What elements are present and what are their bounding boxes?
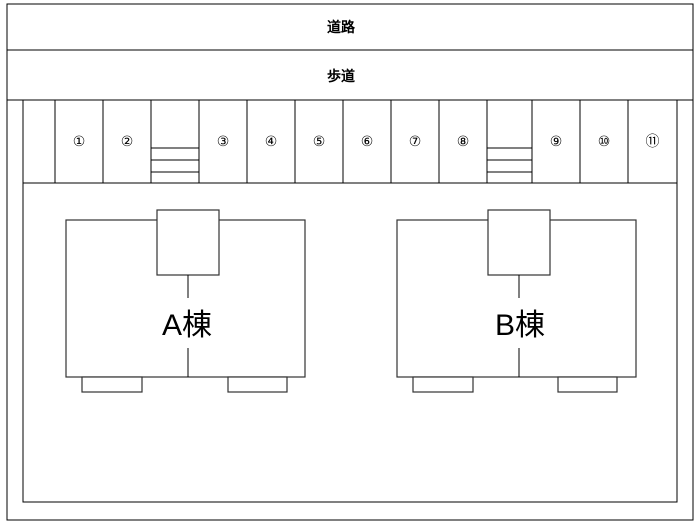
building-b-balcony-right	[557, 376, 618, 393]
building-a: A棟	[65, 209, 306, 393]
parking-slot: ⑧	[438, 100, 470, 183]
parking-slot-label: ⑩	[598, 134, 611, 150]
parking-slot: ⑩	[579, 100, 611, 183]
parking-slot: ②	[102, 100, 134, 183]
parking-slot-label: ②	[121, 134, 134, 150]
building-b-stairwell	[487, 209, 551, 276]
parking-stairs	[150, 100, 199, 183]
building-b: B棟	[396, 209, 637, 393]
building-a-balcony-left	[81, 376, 143, 393]
road-label: 道路	[327, 19, 356, 36]
sidewalk-label: 歩道	[327, 68, 355, 85]
parking-slot: ④	[246, 100, 278, 183]
parking-slot-label: ④	[265, 134, 278, 150]
building-b-balcony-left	[412, 376, 474, 393]
building-a-label: A棟	[162, 309, 212, 342]
parking-slot-label: ⑥	[361, 134, 374, 150]
parking-slot: ⑤	[294, 100, 326, 183]
parking-slot: ⑪	[627, 100, 660, 183]
building-a-balcony-right	[227, 376, 288, 393]
parking-slot-label: ⑧	[457, 134, 470, 150]
parking-slot-label: ⑤	[313, 134, 326, 150]
parking-slot: ⑦	[390, 100, 422, 183]
parking-slot: ③	[198, 100, 230, 183]
parking-slot: ⑥	[342, 100, 374, 183]
building-a-stairwell	[156, 209, 220, 276]
parking-slot-label: ⑪	[646, 134, 660, 150]
parking-slot: ⑨	[531, 100, 563, 183]
parking-stairs	[486, 100, 532, 183]
parking-slot-label: ③	[217, 134, 230, 150]
parking-slot-label: ⑦	[409, 134, 422, 150]
parking-slot-label: ⑨	[550, 134, 563, 150]
parking-slot-label: ①	[73, 134, 86, 150]
lot-boundary	[22, 99, 678, 503]
building-b-label: B棟	[495, 309, 545, 342]
parking-slot: ①	[54, 100, 86, 183]
parking-row: ① ② ③ ④ ⑤ ⑥ ⑦ ⑧ ⑨ ⑩ ⑪	[23, 100, 677, 184]
